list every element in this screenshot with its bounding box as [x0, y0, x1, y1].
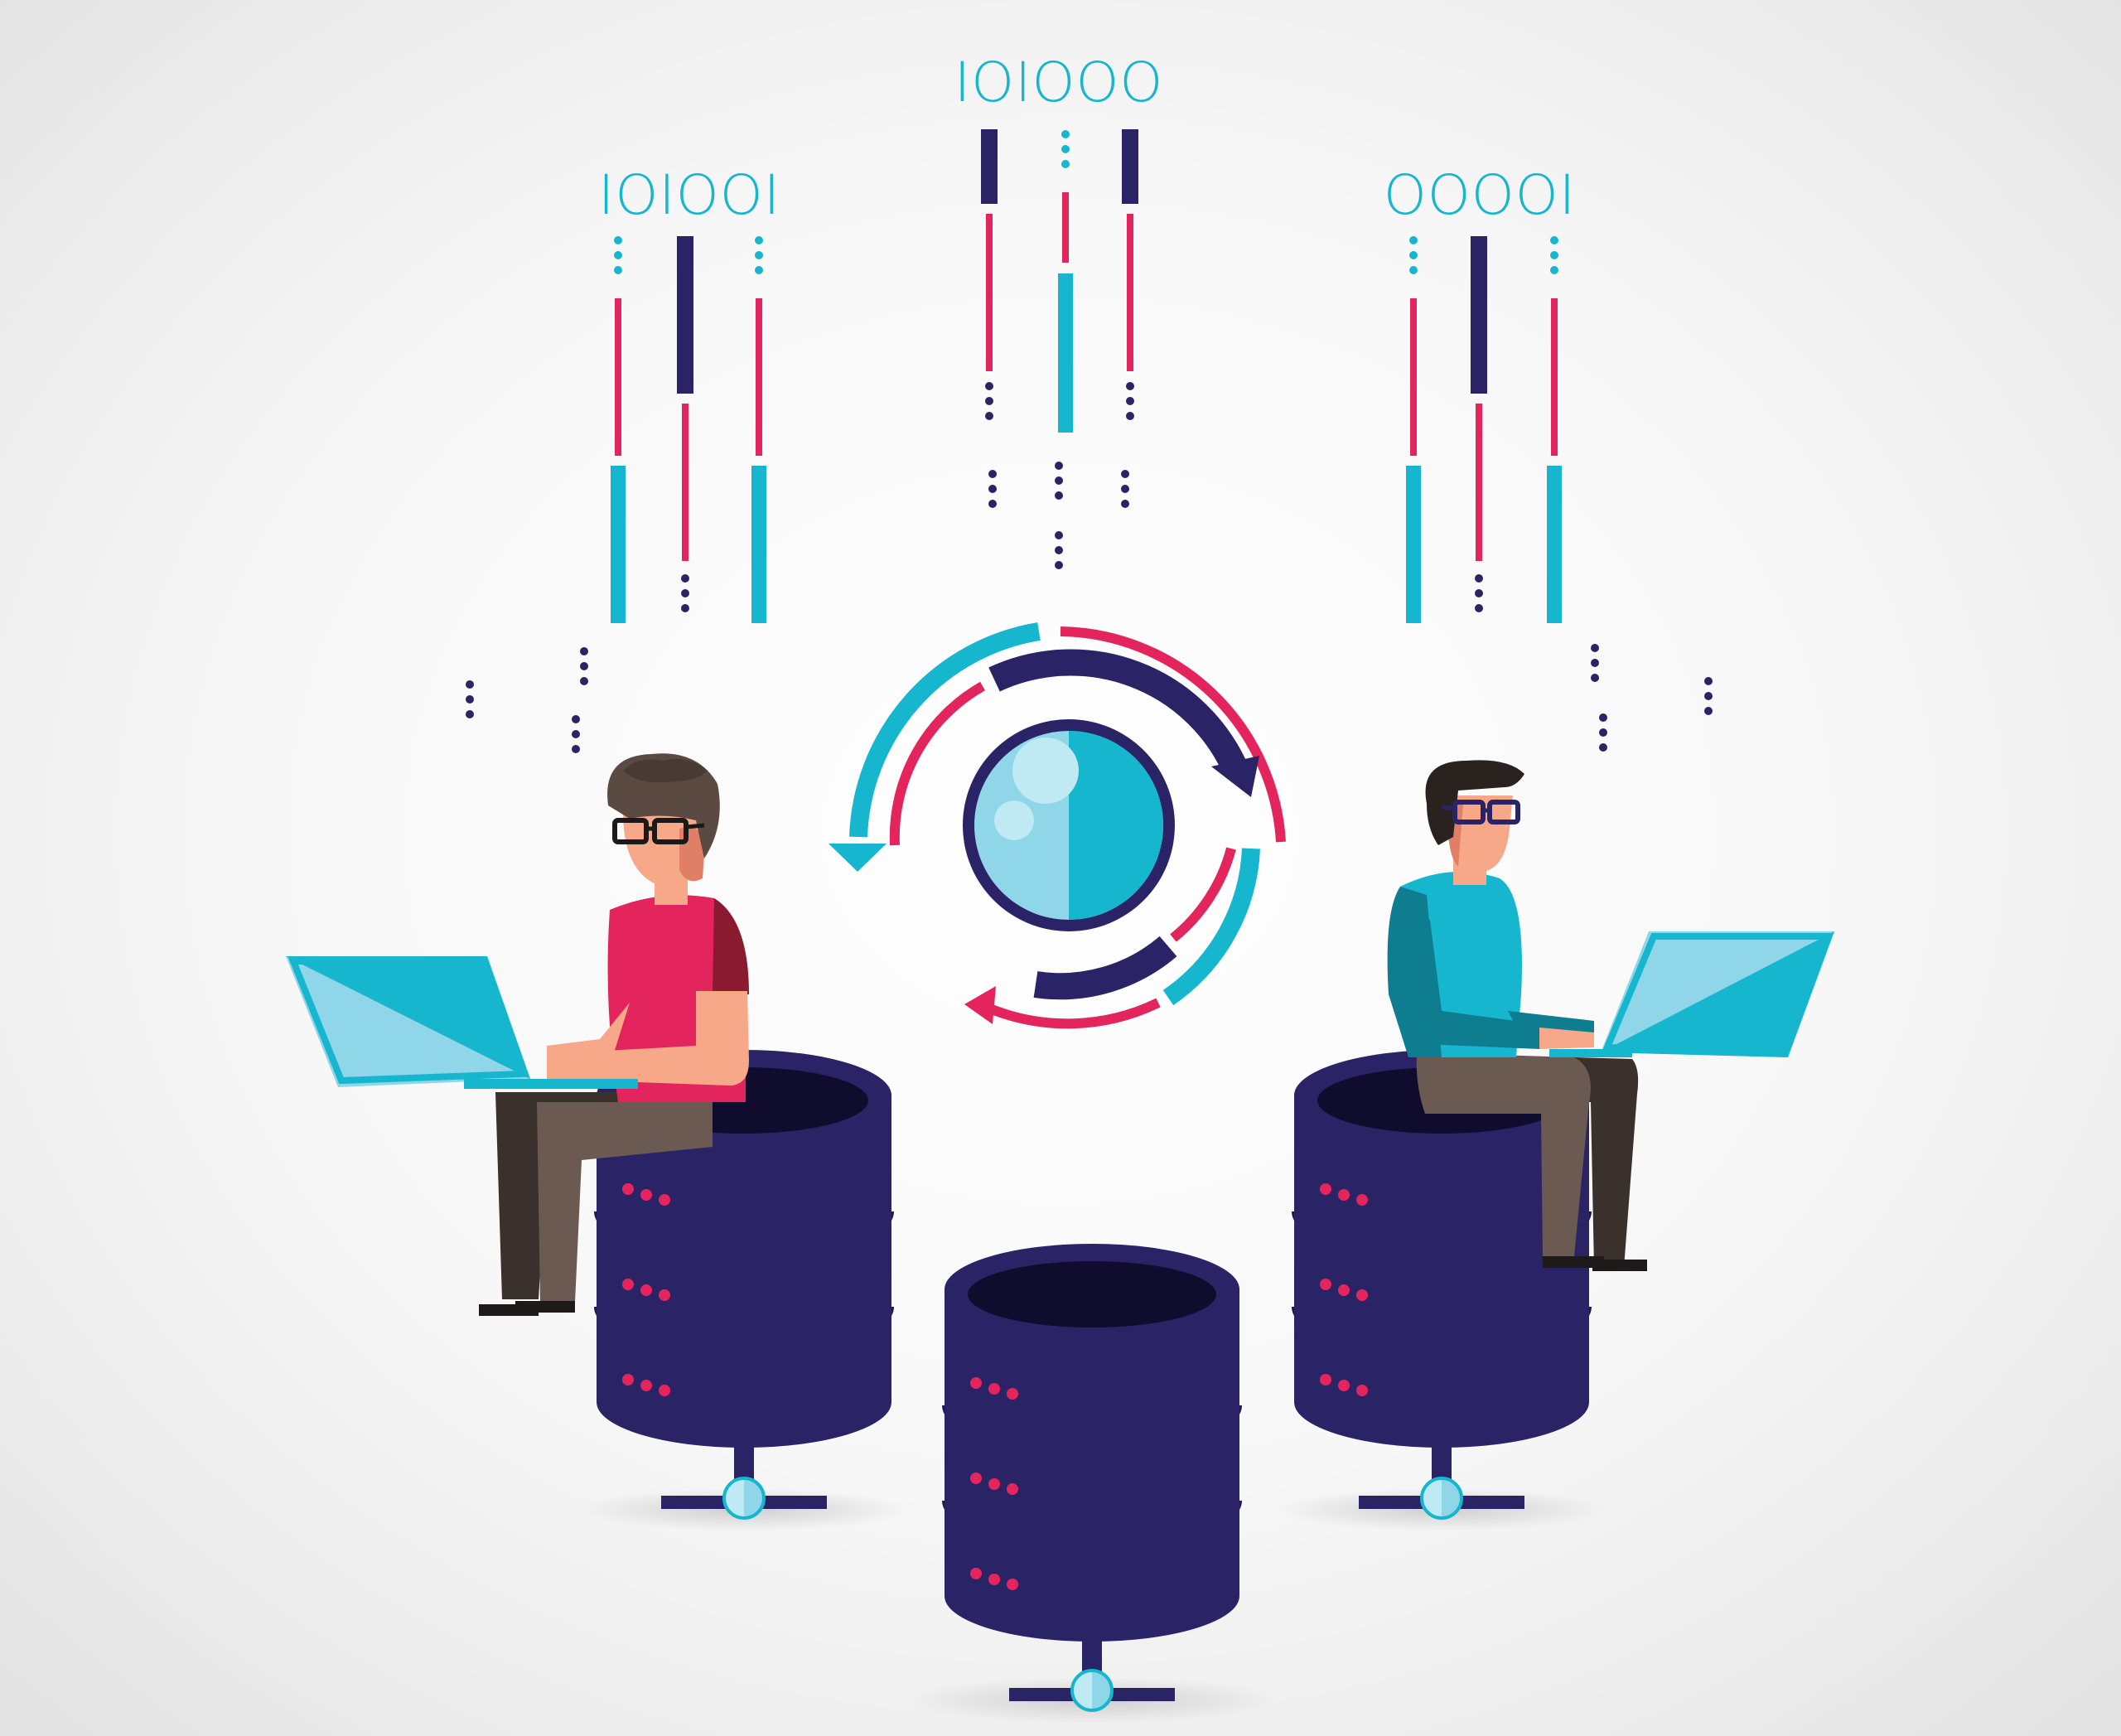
laptop-icon: [286, 956, 638, 1089]
binary-label-center: IOIOOO: [954, 51, 1164, 114]
person-left: [479, 753, 749, 1316]
sync-arrows-sphere-icon: [829, 622, 1286, 1029]
data-stream-right: [1406, 236, 1562, 623]
binary-label-right: OOOOI: [1384, 163, 1576, 227]
data-stream-center: [981, 129, 1138, 569]
binary-label-left: IOIOOI: [598, 163, 780, 227]
database-server-icon: [945, 1244, 1239, 1642]
laptop-icon: [1549, 931, 1834, 1057]
data-stream-left: [611, 236, 766, 623]
person-right: [1387, 760, 1647, 1271]
